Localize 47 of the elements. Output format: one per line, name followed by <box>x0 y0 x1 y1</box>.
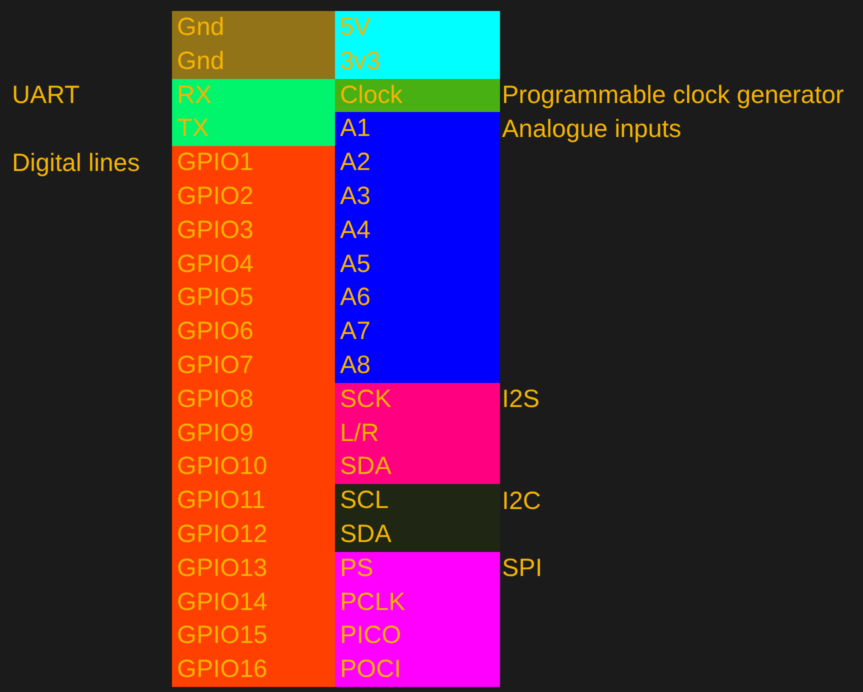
pin-name: GPIO16 <box>172 653 335 687</box>
pin-name: GPIO8 <box>172 382 335 417</box>
pin-name: A2 <box>335 146 500 180</box>
pin-name: A1 <box>335 112 500 146</box>
pin-name: GPIO7 <box>172 349 335 383</box>
pin-name: SCK <box>335 382 500 417</box>
pin-name: A6 <box>335 281 500 316</box>
pin-name: GPIO5 <box>172 281 335 316</box>
pin-name: TX <box>172 112 335 146</box>
pin-name: Clock <box>335 78 500 112</box>
pin-name: SDA <box>335 518 500 552</box>
group-label: Programmable clock generator <box>502 81 844 110</box>
pin-name: Gnd <box>172 44 335 79</box>
pin-name: GPIO4 <box>172 248 335 282</box>
pin-name: GPIO1 <box>172 146 335 180</box>
pin-name: GPIO2 <box>172 180 335 214</box>
pin-name: GPIO13 <box>172 552 335 586</box>
pin-name: A3 <box>335 180 500 214</box>
group-label: I2S <box>502 385 540 414</box>
pin-name: PICO <box>335 619 500 654</box>
pin-name: A5 <box>335 248 500 282</box>
pin-name: GPIO15 <box>172 619 335 654</box>
pin-name: GPIO10 <box>172 450 335 484</box>
pin-name: GPIO14 <box>172 586 335 620</box>
pin-name: SCL <box>335 484 500 518</box>
pin-name: 3v3 <box>335 44 500 79</box>
pin-name: L/R <box>335 416 500 450</box>
group-label: Digital lines <box>12 148 140 178</box>
pin-name: Gnd <box>172 11 335 45</box>
group-label: Analogue inputs <box>502 114 682 144</box>
group-label: SPI <box>502 554 542 584</box>
pin-name: GPIO3 <box>172 214 335 248</box>
pin-name: GPIO9 <box>172 416 335 450</box>
pin-name: RX <box>172 78 335 112</box>
pin-name: A8 <box>335 349 500 383</box>
pin-name: GPIO12 <box>172 518 335 552</box>
pin-name: PCLK <box>335 586 500 620</box>
pin-name: GPIO11 <box>172 484 335 518</box>
pin-name: 5V <box>335 11 500 45</box>
pin-name: POCI <box>335 653 500 687</box>
pin-name: SDA <box>335 450 500 484</box>
pin-name: A4 <box>335 214 500 248</box>
group-label: I2C <box>502 486 541 516</box>
pin-name: PS <box>335 552 500 586</box>
pin-name: A7 <box>335 315 500 349</box>
group-label: UART <box>12 81 80 110</box>
pin-name: GPIO6 <box>172 315 335 349</box>
